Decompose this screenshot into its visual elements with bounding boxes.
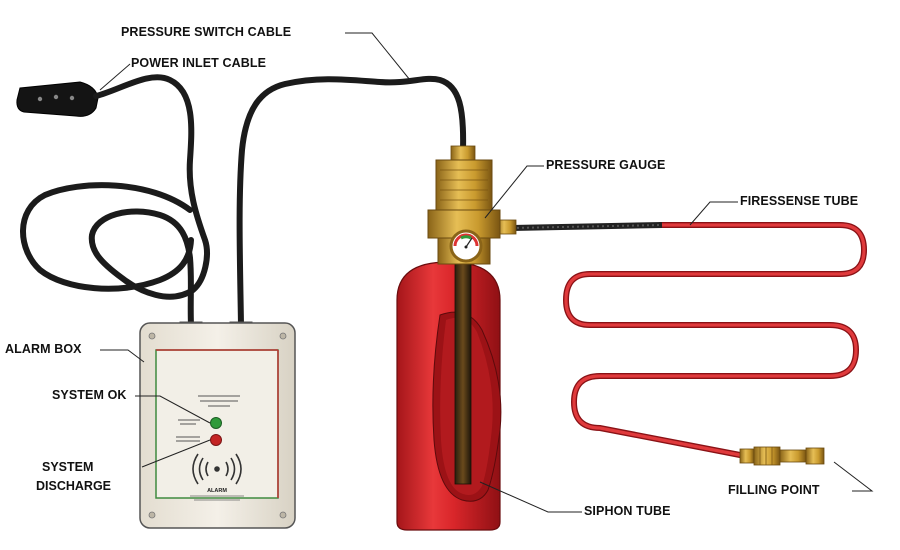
valve-assembly (427, 145, 501, 265)
alarm-panel-label: ALARM (207, 488, 227, 494)
filling-point (739, 446, 825, 466)
label-firessense-tube: FIRESSENSE TUBE (740, 194, 859, 208)
label-system-discharge: SYSTEM DISCHARGE (36, 458, 138, 496)
alarm-sound-icon (192, 453, 242, 485)
leader-lines (99, 32, 874, 513)
label-filling-point: FILLING POINT (728, 483, 820, 497)
label-alarm-box: ALARM BOX (5, 342, 82, 356)
label-siphon-tube: SIPHON TUBE (584, 504, 671, 518)
label-pressure-switch-cable: PRESSURE SWITCH CABLE (121, 25, 292, 39)
label-system-discharge-line1: SYSTEM (42, 460, 94, 474)
power-inlet-cable-loop (20, 182, 194, 292)
label-system-ok: SYSTEM OK (52, 388, 127, 402)
label-power-inlet-cable: POWER INLET CABLE (131, 56, 267, 70)
alarm-box: ALARM (139, 321, 296, 529)
power-plug (16, 81, 99, 117)
braided-hose (495, 219, 663, 235)
siphon-tube (454, 261, 472, 485)
label-system-discharge-line2: DISCHARGE (36, 479, 112, 493)
firessense-tube (562, 222, 868, 458)
power-inlet-cable (88, 74, 210, 328)
extinguisher-cylinder (396, 261, 502, 531)
system-ok-led (210, 417, 222, 429)
label-pressure-gauge: PRESSURE GAUGE (546, 158, 666, 172)
system-discharge-led (210, 434, 222, 446)
pressure-switch-cable (236, 75, 467, 328)
